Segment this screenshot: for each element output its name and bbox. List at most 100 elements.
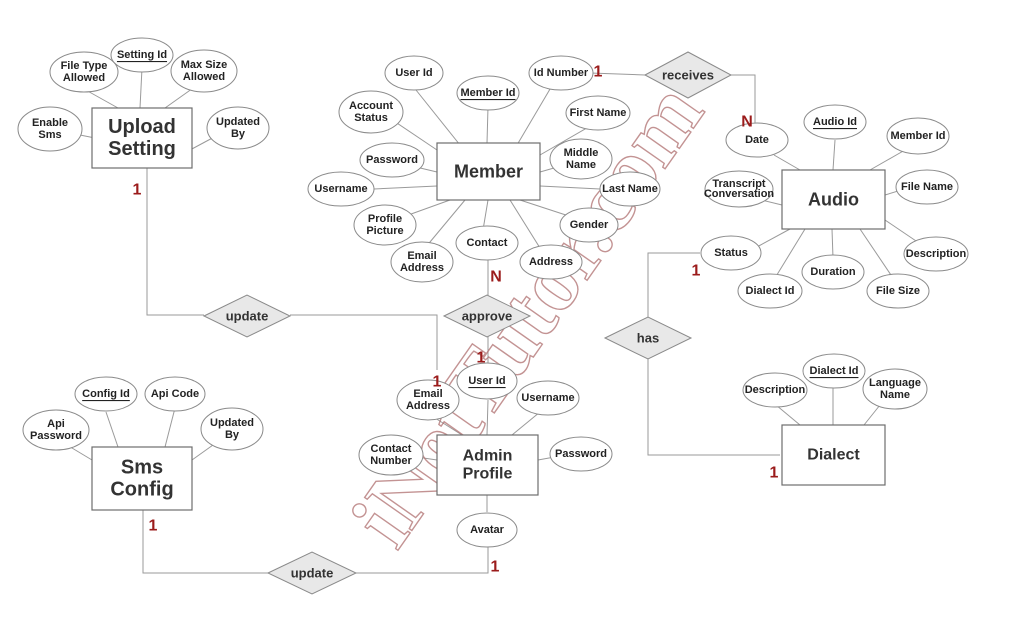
attribute-ellipse xyxy=(353,204,417,246)
attr-sms-config-api-code-label: Api Code xyxy=(151,388,199,400)
attr-sms-config-config-id-label: Config Id xyxy=(82,388,130,400)
attr-member-middle-name-label: Name xyxy=(566,159,596,171)
attribute-ellipse xyxy=(456,512,518,548)
attribute-ellipse xyxy=(110,37,174,73)
attr-member-gender: Gender xyxy=(559,207,619,243)
cardinality-approve-member: N xyxy=(490,269,502,286)
attribute-ellipse xyxy=(200,407,264,451)
attribute-ellipse xyxy=(737,273,803,309)
attribute-ellipse xyxy=(49,51,119,93)
attribute-ellipse xyxy=(801,254,865,290)
attribute-ellipse xyxy=(359,142,425,178)
attr-member-account-status-label: Account xyxy=(349,100,393,112)
attr-upload-setting-enable-sms-label: Enable xyxy=(32,117,68,129)
entity-box xyxy=(781,169,886,230)
relationship-update-upload: update xyxy=(202,294,292,338)
attr-upload-setting-file-type-allowed-label: Allowed xyxy=(63,72,105,84)
attribute-ellipse xyxy=(725,122,789,158)
attribute-ellipse xyxy=(17,106,83,152)
attr-upload-setting-setting-id-label: Setting Id xyxy=(117,49,167,61)
attr-member-id-number-label: Id Number xyxy=(534,67,589,79)
attr-upload-setting-enable-sms-label: Sms xyxy=(38,129,61,141)
attr-dialect-dialect-id-label: Dialect Id xyxy=(810,365,859,377)
cardinality-update-sms-config: 1 xyxy=(149,518,158,535)
cardinality-receives-audio: N xyxy=(741,114,753,131)
attr-admin-profile-contact-number-label: Number xyxy=(370,455,412,467)
attr-member-password: Password xyxy=(359,142,425,178)
cardinality-update-sms-admin: 1 xyxy=(491,559,500,576)
relationship-diamond xyxy=(603,316,693,360)
attr-upload-setting-max-size-allowed-label: Allowed xyxy=(183,71,225,83)
attribute-ellipse xyxy=(886,117,950,155)
attr-audio-description: Description xyxy=(903,236,969,272)
entity-dialect-label: Dialect xyxy=(807,447,860,464)
attribute-ellipse xyxy=(384,55,444,91)
attr-audio-dialect-id: Dialect Id xyxy=(737,273,803,309)
attr-member-id-number: Id Number xyxy=(528,55,594,91)
attr-member-member-id-label: Member Id xyxy=(460,87,515,99)
attr-member-user-id-label: User Id xyxy=(395,67,432,79)
attr-member-gender-label: Gender xyxy=(570,219,609,231)
attr-audio-audio-id-label: Audio Id xyxy=(813,116,857,128)
attr-admin-profile-email-address-label: Address xyxy=(406,400,450,412)
cardinality-receives-member: 1 xyxy=(594,64,603,81)
attr-admin-profile-email-address-label: Email xyxy=(413,388,442,400)
attribute-ellipse xyxy=(22,409,90,451)
attr-audio-dialect-id-label: Dialect Id xyxy=(746,285,795,297)
relationship-update-sms-label: update xyxy=(291,566,334,581)
attribute-ellipse xyxy=(549,436,613,472)
relationship-diamond xyxy=(442,294,532,338)
attr-admin-profile-username: Username xyxy=(516,380,580,416)
relationship-update-upload-label: update xyxy=(226,309,269,324)
attr-member-last-name: Last Name xyxy=(599,171,661,207)
entity-admin-profile-label: Admin xyxy=(463,448,513,465)
attr-member-middle-name-label: Middle xyxy=(564,147,599,159)
attr-member-member-id: Member Id xyxy=(456,75,520,111)
cardinality-update-upload-admin: 1 xyxy=(433,374,442,391)
entity-box xyxy=(91,446,193,511)
attr-sms-config-api-password-label: Api xyxy=(47,418,65,430)
attr-admin-profile-user-id: User Id xyxy=(456,362,518,400)
entity-upload-setting-label: Upload xyxy=(108,116,176,138)
attribute-ellipse xyxy=(895,169,959,205)
attribute-ellipse xyxy=(144,376,206,412)
attr-member-email-address-label: Email xyxy=(407,250,436,262)
entity-audio-label: Audio xyxy=(808,190,859,210)
attr-audio-member-id: Member Id xyxy=(886,117,950,155)
attr-audio-transcript-conversation-label: Conversation xyxy=(704,188,775,200)
entity-box xyxy=(781,424,886,486)
attr-admin-profile-avatar: Avatar xyxy=(456,512,518,548)
attr-sms-config-updated-by-label: By xyxy=(225,429,240,441)
attr-audio-status: Status xyxy=(700,235,762,271)
attr-member-email-address-label: Address xyxy=(400,262,444,274)
attr-sms-config-config-id: Config Id xyxy=(74,376,138,412)
attribute-ellipse xyxy=(170,49,238,93)
attr-member-user-id: User Id xyxy=(384,55,444,91)
cardinality-update-upload-setting: 1 xyxy=(133,182,142,199)
attribute-ellipse xyxy=(599,171,661,207)
attribute-ellipse xyxy=(802,353,866,389)
attr-upload-setting-file-type-allowed-label: File Type xyxy=(61,60,108,72)
cardinality-has-dialect: 1 xyxy=(770,465,779,482)
attribute-ellipse xyxy=(866,273,930,309)
attribute-ellipse xyxy=(455,225,519,261)
relationship-update-sms: update xyxy=(266,551,358,595)
attr-audio-file-name-label: File Name xyxy=(901,181,953,193)
attribute-ellipse xyxy=(519,244,583,280)
attribute-ellipse xyxy=(206,106,270,150)
relationship-approve: approve xyxy=(442,294,532,338)
attribute-ellipse xyxy=(390,241,454,283)
entity-box xyxy=(436,142,541,201)
